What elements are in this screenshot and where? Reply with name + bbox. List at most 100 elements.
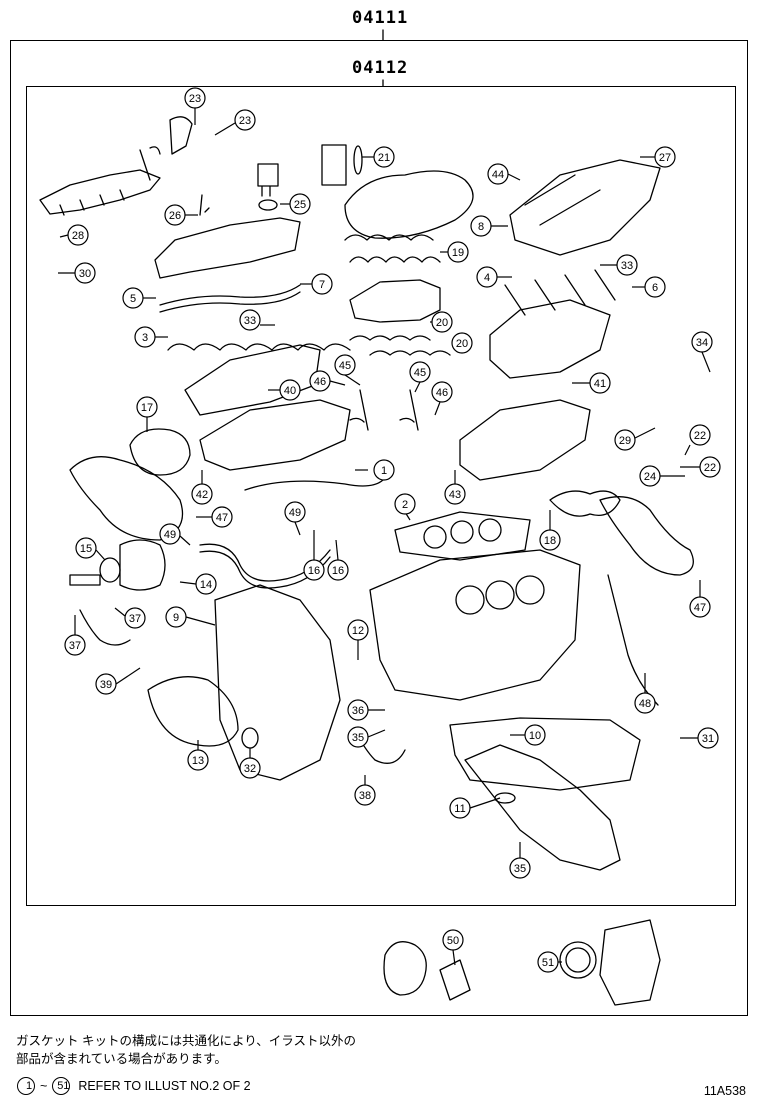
callout-22b-label: 22: [704, 462, 716, 474]
callout-32-label: 32: [244, 763, 256, 775]
callout-27: 27: [640, 146, 676, 168]
callout-11: 11: [449, 797, 501, 819]
callout-18: 18: [539, 510, 561, 551]
callout-38-label: 38: [359, 790, 371, 802]
callout-14-label: 14: [200, 579, 212, 591]
callout-25-label: 25: [294, 199, 306, 211]
callout-43-label: 43: [449, 489, 461, 501]
callout-29-label: 29: [619, 435, 631, 447]
callout-47b-label: 47: [694, 602, 706, 614]
callout-35-label: 35: [514, 863, 526, 875]
callout-23b-label: 23: [239, 115, 251, 127]
note-line-1: ガスケット キットの構成には共通化により、イラスト以外の: [16, 1034, 356, 1048]
callout-1-label: 1: [381, 465, 387, 477]
callout-18-label: 18: [544, 535, 556, 547]
callout-31-label: 31: [702, 733, 714, 745]
callout-10: 10: [510, 724, 546, 746]
callout-34: 34: [691, 331, 713, 373]
gasket-kit-note: ガスケット キットの構成には共通化により、イラスト以外の 部品が含まれている場合…: [16, 1032, 356, 1068]
refer-note: 1 ~ 51 REFER TO ILLUST NO.2 OF 2: [16, 1076, 251, 1096]
callout-45b: 45: [409, 361, 431, 393]
callout-49a: 49: [284, 501, 306, 536]
callout-23b: 23: [214, 109, 256, 136]
callout-6: 6: [632, 276, 666, 298]
callout-12-label: 12: [352, 625, 364, 637]
callout-36b-label: 35: [352, 732, 364, 744]
callout-20a: 20: [430, 311, 453, 333]
callout-50: 50: [442, 929, 464, 966]
callout-27-label: 27: [659, 152, 671, 164]
callout-15-label: 15: [80, 543, 92, 555]
callout-14: 14: [179, 573, 217, 595]
callout-40: 40: [268, 379, 301, 401]
callout-49b: 49: [159, 523, 191, 546]
assembly-frame: [10, 40, 748, 1016]
callout-30-label: 30: [79, 268, 91, 280]
callout-49a-label: 49: [289, 507, 301, 519]
callout-37b-label: 37: [69, 640, 81, 652]
subassembly-frame: [26, 86, 736, 906]
callout-3-label: 3: [142, 332, 148, 344]
callout-47a: 47: [196, 506, 233, 528]
callout-23a-label: 23: [189, 93, 201, 105]
callout-37a-label: 37: [129, 613, 141, 625]
callout-22a-label: 22: [694, 430, 706, 442]
callout-47b: 47: [689, 580, 711, 618]
callout-39: 39: [95, 667, 141, 695]
callout-8-label: 8: [478, 221, 484, 233]
range-end-icon: [52, 1077, 71, 1095]
callout-49b-label: 49: [164, 529, 176, 541]
callout-19-label: 19: [452, 247, 464, 259]
callout-26: 26: [164, 204, 198, 226]
callout-51-label: 51: [542, 957, 554, 969]
callout-46a: 46: [309, 370, 346, 392]
callout-42: 42: [191, 470, 213, 505]
callout-28-label: 28: [72, 230, 84, 242]
callout-15: 15: [75, 537, 106, 561]
callout-16a: 16: [303, 530, 325, 581]
callout-8: 8: [470, 215, 508, 237]
callout-33a-label: 33: [621, 260, 633, 272]
subassembly-number: 04112: [352, 58, 409, 78]
callout-2: 2: [394, 493, 416, 521]
callout-24-label: 24: [644, 471, 656, 483]
range-start: 1: [25, 1080, 33, 1092]
callout-33b-label: 33: [244, 315, 256, 327]
callout-36b: 35: [347, 726, 386, 748]
callout-5-label: 5: [130, 293, 136, 305]
callout-23a: 23: [184, 87, 206, 125]
callout-6-label: 6: [652, 282, 658, 294]
callout-46b: 46: [431, 381, 453, 416]
callout-16b: 16: [327, 539, 349, 581]
callout-31: 31: [680, 727, 719, 749]
callout-36a: 36: [347, 699, 385, 721]
callout-13-label: 13: [192, 755, 204, 767]
callout-48-label: 48: [639, 698, 651, 710]
callout-29: 29: [614, 427, 656, 451]
callout-45a-label: 45: [339, 360, 351, 372]
callout-36a-label: 36: [352, 705, 364, 717]
callout-37a: 37: [114, 607, 146, 629]
callout-4: 4: [476, 266, 512, 288]
callout-24: 24: [639, 465, 685, 487]
callout-34-label: 34: [696, 337, 708, 349]
callout-3: 3: [134, 326, 168, 348]
callout-39-label: 39: [100, 679, 112, 691]
callout-38: 38: [354, 775, 376, 806]
callout-43: 43: [444, 470, 466, 505]
callout-12: 12: [347, 619, 369, 660]
range-start-icon: [17, 1077, 35, 1095]
callout-26-label: 26: [169, 210, 181, 222]
callout-28: 28: [59, 224, 89, 246]
callout-46a-label: 46: [314, 376, 326, 388]
illustration-code: 11A538: [703, 1084, 746, 1098]
callout-17-label: 17: [141, 402, 153, 414]
assembly-number: 04111: [352, 8, 409, 28]
callout-20a-label: 20: [436, 317, 448, 329]
callout-40-label: 40: [284, 385, 296, 397]
callout-33a: 33: [600, 254, 638, 276]
range-separator: ~: [40, 1079, 48, 1093]
callout-42-label: 42: [196, 489, 208, 501]
callout-7: 7: [300, 273, 333, 295]
